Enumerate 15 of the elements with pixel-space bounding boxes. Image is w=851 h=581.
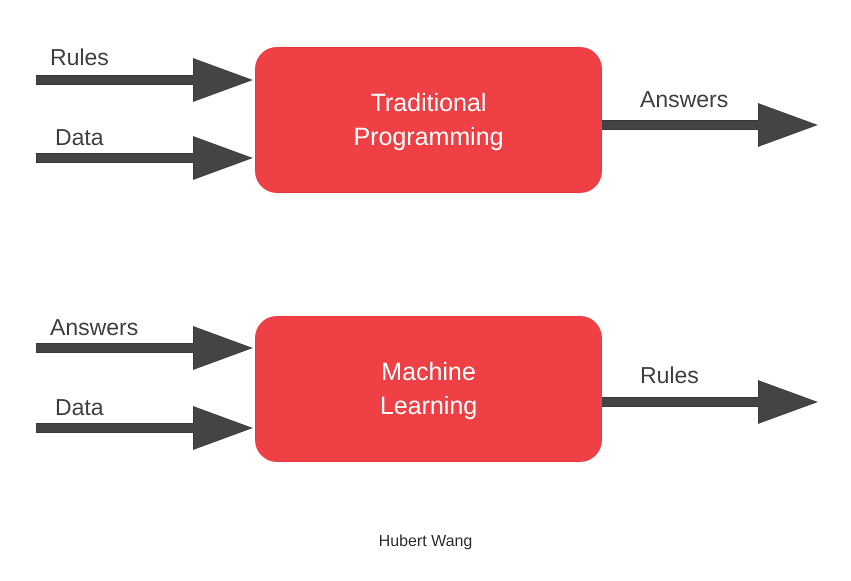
arrow	[36, 58, 253, 102]
arrow	[36, 406, 253, 450]
arrow	[36, 326, 253, 370]
caption: Hubert Wang	[378, 533, 474, 551]
arrow	[36, 136, 253, 180]
arrow	[602, 103, 818, 147]
arrow	[602, 380, 818, 424]
edge-label: Answers	[640, 86, 728, 113]
edge-label: Data	[55, 124, 104, 151]
process-box: Traditional Programming	[255, 47, 602, 193]
edge-label: Rules	[640, 362, 699, 389]
edge-label: Answers	[50, 314, 138, 341]
edge-label: Data	[55, 394, 104, 421]
edge-label: Rules	[50, 44, 109, 71]
process-box: Machine Learning	[255, 316, 602, 462]
